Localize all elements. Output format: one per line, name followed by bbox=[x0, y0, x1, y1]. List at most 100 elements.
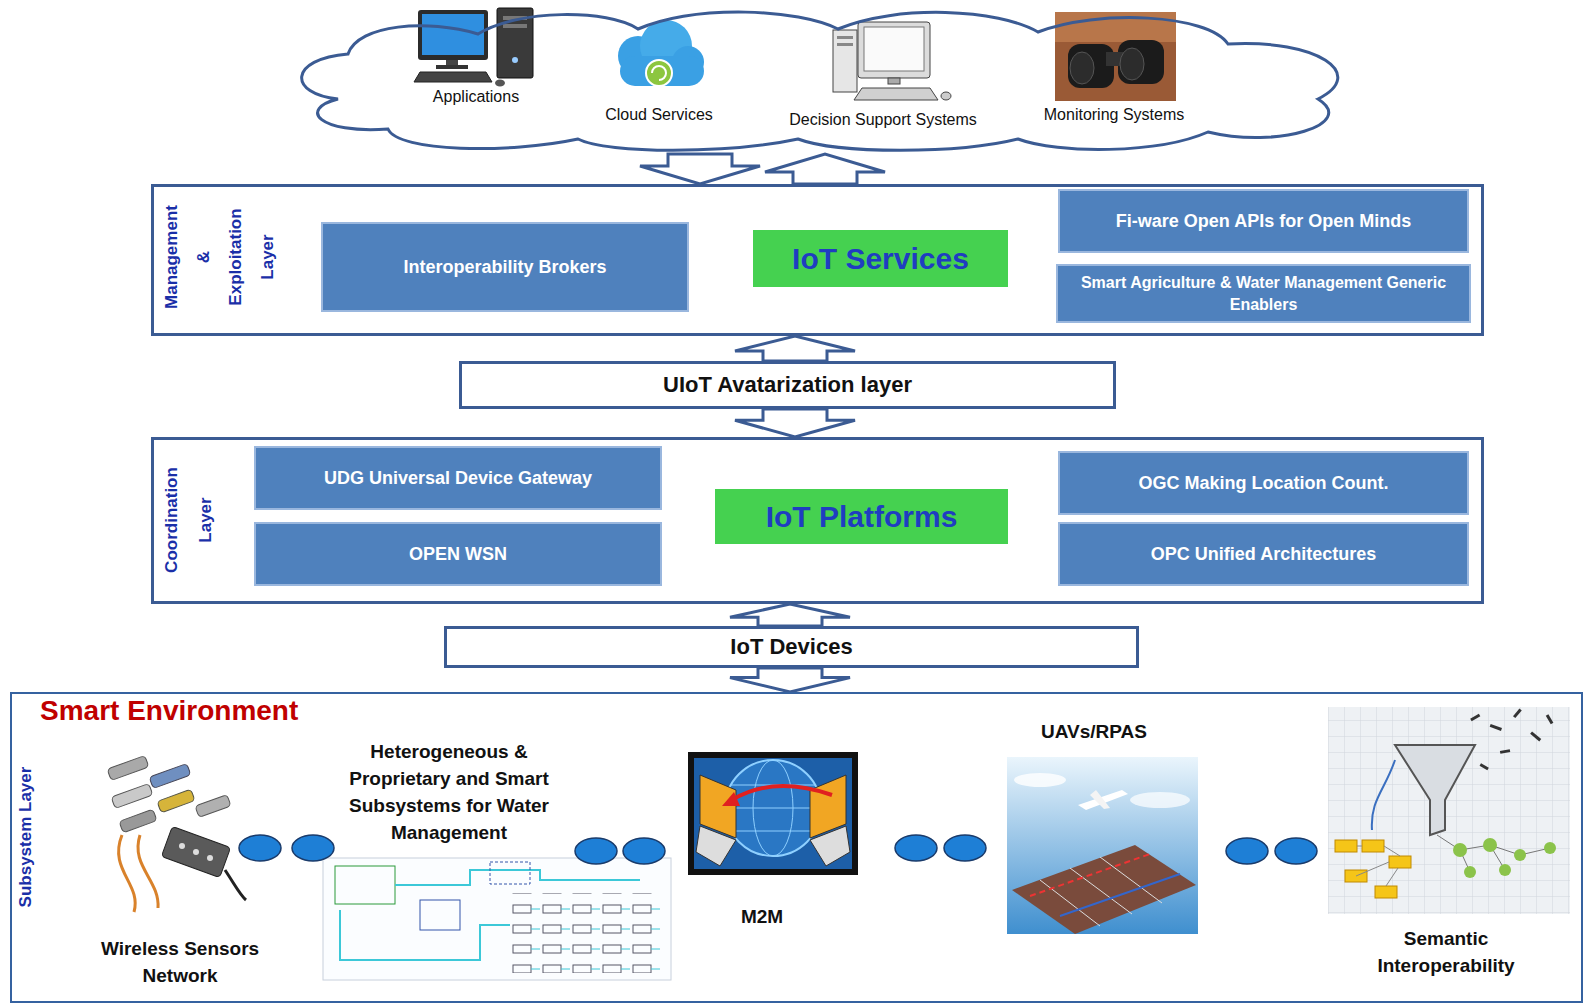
schematic-drawing bbox=[395, 870, 640, 885]
icon-caption: Cloud Services bbox=[509, 105, 809, 125]
link-dots bbox=[623, 838, 665, 864]
semantic-illustration bbox=[1328, 707, 1570, 914]
box-label: IoT Devices bbox=[730, 634, 852, 660]
box-label: OPEN WSN bbox=[409, 542, 507, 566]
box-label: IoT Services bbox=[792, 242, 969, 276]
panel-heading: Smart Environment bbox=[40, 694, 380, 728]
box-label: UIoT Avatarization layer bbox=[663, 372, 912, 398]
desktop-icon bbox=[854, 88, 938, 100]
binoculars-photo bbox=[1055, 12, 1176, 101]
sensor-photo bbox=[149, 764, 191, 789]
box-label: OPC Unified Architectures bbox=[1151, 542, 1376, 566]
schematic-drawing bbox=[510, 893, 660, 973]
block-arrow bbox=[765, 154, 885, 184]
cloud-icon bbox=[620, 56, 704, 86]
component-box: Interoperability Brokers bbox=[321, 222, 689, 312]
semantic-illustration bbox=[1513, 709, 1522, 719]
link-dots bbox=[575, 838, 617, 864]
desktop-icon bbox=[837, 43, 853, 46]
component-box: OPEN WSN bbox=[254, 522, 662, 586]
sensor-photo bbox=[107, 756, 149, 781]
cloud-icon bbox=[652, 66, 666, 80]
schematic-drawing bbox=[323, 858, 671, 980]
binoculars-photo bbox=[1070, 52, 1094, 84]
semantic-illustration bbox=[1389, 856, 1411, 868]
icon-caption: Monitoring Systems bbox=[964, 105, 1264, 125]
sensor-photo bbox=[107, 756, 246, 912]
platform-box: IoT Platforms bbox=[715, 489, 1008, 544]
schematic-drawing bbox=[490, 862, 530, 884]
schematic-drawing bbox=[420, 900, 460, 930]
sensor-photo bbox=[207, 855, 213, 861]
computer-icon bbox=[495, 80, 505, 87]
uav-image bbox=[1007, 757, 1198, 934]
computer-icon bbox=[512, 57, 518, 63]
sensor-photo bbox=[119, 835, 136, 912]
cloud-icon bbox=[646, 60, 672, 86]
uav-image bbox=[1060, 874, 1180, 916]
m2m-icon bbox=[722, 792, 740, 806]
sensor-photo bbox=[195, 795, 231, 818]
semantic-illustration bbox=[1372, 760, 1395, 830]
semantic-illustration bbox=[1362, 840, 1384, 852]
box-label: IoT Platforms bbox=[766, 500, 958, 534]
link-dots bbox=[1226, 838, 1268, 864]
block-arrow bbox=[640, 154, 760, 184]
semantic-illustration bbox=[1490, 724, 1502, 731]
box-label: Smart Agriculture & Water Management Gen… bbox=[1068, 272, 1459, 316]
uav-image bbox=[1014, 773, 1066, 787]
computer-icon bbox=[503, 24, 527, 28]
picture-caption: UAVs/RPAS bbox=[1014, 718, 1174, 745]
picture-caption: Wireless Sensors Network bbox=[80, 935, 280, 989]
semantic-illustration bbox=[1437, 835, 1550, 872]
desktop-icon bbox=[888, 78, 900, 84]
schematic-drawing bbox=[340, 910, 510, 960]
layer-panel: Coordination LayerUDG Universal Device G… bbox=[151, 437, 1484, 604]
semantic-illustration bbox=[1453, 843, 1467, 857]
component-box: OPC Unified Architectures bbox=[1058, 522, 1469, 586]
box-label: Interoperability Brokers bbox=[403, 255, 606, 279]
semantic-illustration bbox=[1480, 763, 1489, 770]
semantic-illustration bbox=[1546, 714, 1554, 724]
semantic-illustration bbox=[1335, 840, 1357, 852]
box-label: UDG Universal Device Gateway bbox=[324, 466, 592, 490]
arrow-band: IoT Devices bbox=[444, 626, 1139, 668]
picture-caption: Semantic Interoperability bbox=[1346, 925, 1546, 979]
semantic-illustration bbox=[1328, 707, 1570, 914]
link-dots bbox=[944, 835, 986, 861]
semantic-illustration bbox=[1328, 707, 1570, 914]
semantic-illustration bbox=[1356, 846, 1400, 886]
uav-image bbox=[1040, 880, 1100, 926]
desktop-icon bbox=[864, 27, 924, 71]
icon-caption: Applications bbox=[326, 87, 626, 107]
uav-image bbox=[1030, 854, 1150, 896]
uav-image bbox=[1070, 868, 1132, 914]
link-dots bbox=[239, 835, 281, 861]
desktop-icon bbox=[833, 22, 951, 100]
schematic-drawing bbox=[335, 866, 395, 904]
component-box: UDG Universal Device Gateway bbox=[254, 446, 662, 510]
block-arrow bbox=[735, 336, 855, 361]
schematic-drawing bbox=[323, 858, 671, 980]
block-arrow bbox=[730, 668, 850, 692]
sensor-photo bbox=[161, 826, 230, 877]
cloud-outline bbox=[278, 4, 1364, 154]
layer-panel: Management & Exploitation LayerInteroper… bbox=[151, 184, 1484, 336]
cloud-shape: ApplicationsCloud ServicesDecision Suppo… bbox=[278, 4, 1364, 154]
picture-caption: M2M bbox=[702, 903, 822, 930]
component-box: Fi-ware Open APIs for Open Minds bbox=[1058, 189, 1469, 253]
m2m-icon bbox=[694, 758, 852, 869]
uav-image bbox=[1012, 845, 1196, 934]
semantic-illustration bbox=[1375, 886, 1397, 898]
link-dots bbox=[292, 835, 334, 861]
desktop-icon bbox=[858, 22, 930, 78]
service-box: IoT Services bbox=[753, 230, 1008, 287]
semantic-illustration bbox=[1544, 842, 1556, 854]
semantic-illustration bbox=[1395, 745, 1475, 835]
m2m-icon bbox=[810, 826, 850, 866]
link-dots bbox=[1275, 838, 1317, 864]
box-label: OGC Making Location Count. bbox=[1139, 471, 1389, 495]
uav-image bbox=[1100, 857, 1162, 903]
binoculars-photo bbox=[1118, 40, 1164, 84]
sensor-photo bbox=[179, 843, 185, 849]
